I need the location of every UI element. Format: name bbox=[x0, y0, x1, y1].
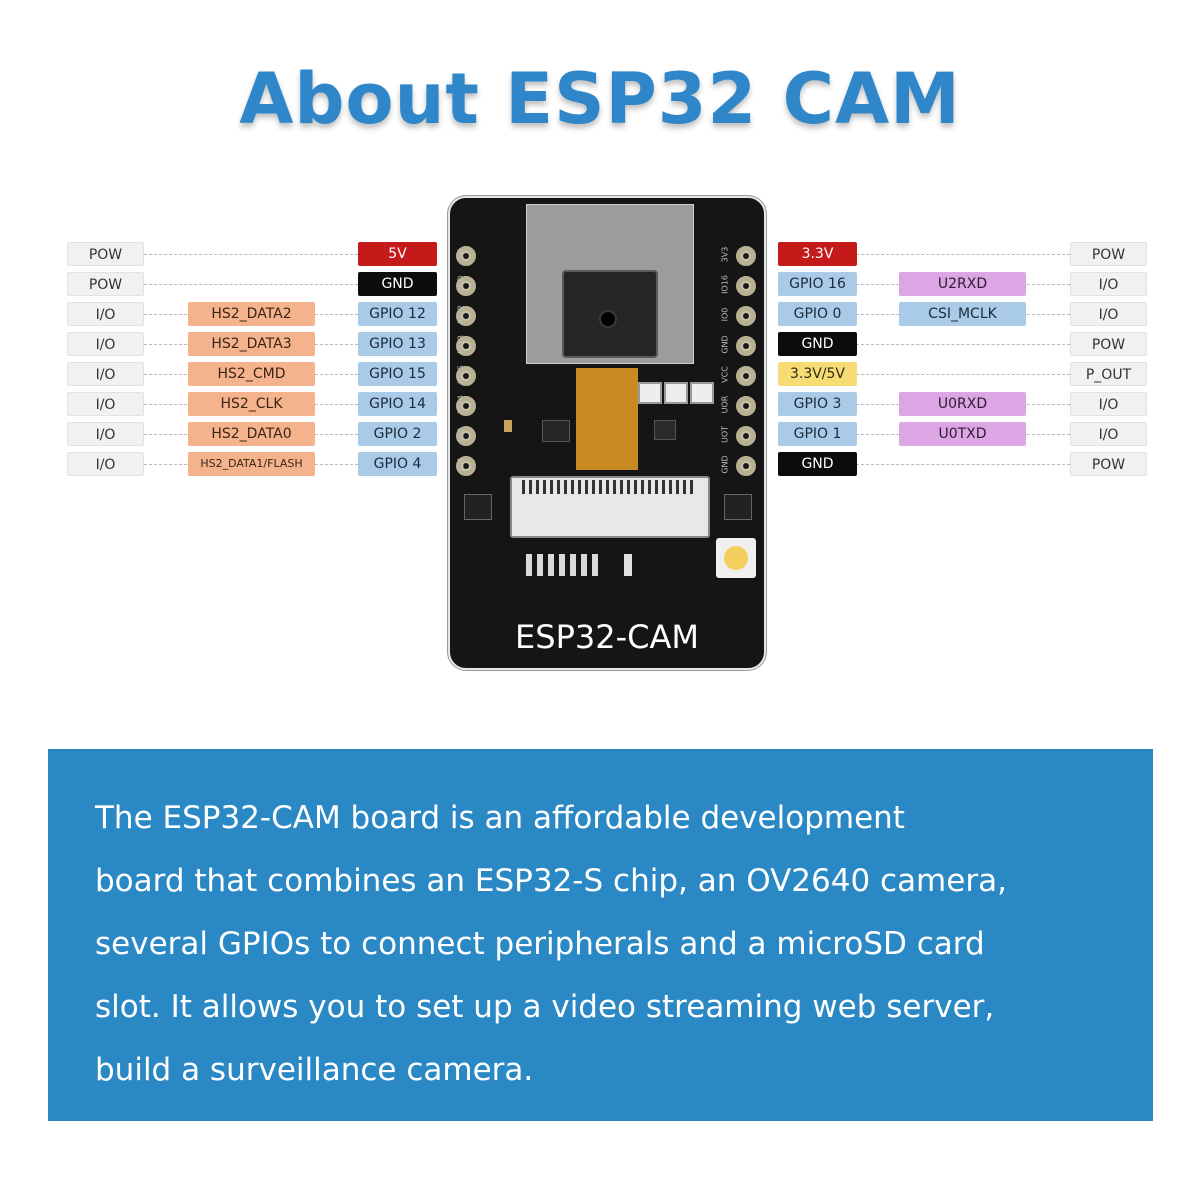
alt-function-label: U0RXD bbox=[899, 392, 1026, 416]
pin-type-label: POW bbox=[67, 242, 144, 266]
alt-function-label: CSI_MCLK bbox=[899, 302, 1026, 326]
pin-name-gnd: GND bbox=[778, 332, 857, 356]
leader-line bbox=[144, 284, 358, 285]
pin-name-gpio-16: GPIO 16 bbox=[778, 272, 857, 296]
pin-type-label: I/O bbox=[1070, 422, 1147, 446]
alt-function-label: HS2_CLK bbox=[188, 392, 315, 416]
smd-component bbox=[654, 420, 676, 440]
header-pin bbox=[456, 276, 476, 296]
leader-line bbox=[144, 254, 358, 255]
header-pin bbox=[456, 246, 476, 266]
silkscreen-label: VCC bbox=[720, 366, 730, 383]
alt-function-label: HS2_DATA1/FLASH bbox=[188, 452, 315, 476]
pin-name-gpio-12: GPIO 12 bbox=[358, 302, 437, 326]
pin-type-label: I/O bbox=[67, 362, 144, 386]
leader-line bbox=[856, 344, 1070, 345]
pin-type-label: I/O bbox=[67, 422, 144, 446]
pin-name-3-3v-5v: 3.3V/5V bbox=[778, 362, 857, 386]
pin-name-5v: 5V bbox=[358, 242, 437, 266]
transistor bbox=[464, 494, 492, 520]
smd-component bbox=[690, 382, 714, 404]
resistor-array bbox=[526, 554, 602, 576]
header-pin bbox=[456, 366, 476, 386]
header-pin bbox=[736, 366, 756, 386]
alt-function-label: U0TXD bbox=[899, 422, 1026, 446]
silkscreen-label: IO4 bbox=[456, 457, 466, 472]
silkscreen-label: IO0 bbox=[720, 307, 730, 322]
connector-contacts bbox=[522, 480, 694, 494]
pin-name-gpio-1: GPIO 1 bbox=[778, 422, 857, 446]
silkscreen-label: IO15 bbox=[456, 365, 466, 384]
pin-name-gpio-2: GPIO 2 bbox=[358, 422, 437, 446]
pin-name-gpio-0: GPIO 0 bbox=[778, 302, 857, 326]
pin-type-label: POW bbox=[67, 272, 144, 296]
pin-type-label: I/O bbox=[67, 452, 144, 476]
silkscreen-label: GND bbox=[720, 335, 730, 354]
board-label: ESP32-CAM bbox=[515, 618, 699, 656]
description-panel: The ESP32-CAM board is an affordable dev… bbox=[48, 749, 1153, 1121]
pin-type-label: I/O bbox=[1070, 272, 1147, 296]
header-pin bbox=[456, 306, 476, 326]
flash-led-lens bbox=[724, 546, 748, 570]
pin-name-gpio-14: GPIO 14 bbox=[358, 392, 437, 416]
leader-line bbox=[856, 374, 1070, 375]
silkscreen-label: UOR bbox=[720, 395, 730, 414]
pin-type-label: POW bbox=[1070, 242, 1147, 266]
silkscreen-label: IO12 bbox=[456, 305, 466, 324]
alt-function-label: HS2_DATA2 bbox=[188, 302, 315, 326]
smd-component bbox=[504, 420, 512, 432]
silkscreen-label: UOT bbox=[720, 425, 730, 444]
pin-name-gpio-13: GPIO 13 bbox=[358, 332, 437, 356]
pin-name-gpio-3: GPIO 3 bbox=[778, 392, 857, 416]
header-pin bbox=[736, 456, 756, 476]
header-pin bbox=[736, 276, 756, 296]
silkscreen-label: 3V3 bbox=[720, 246, 730, 263]
silkscreen-label: 5V bbox=[456, 249, 466, 260]
transistor bbox=[724, 494, 752, 520]
smd-component bbox=[664, 382, 688, 404]
silkscreen-label: IO14 bbox=[456, 395, 466, 414]
silkscreen-label: GND bbox=[456, 275, 466, 294]
alt-function-label: HS2_DATA0 bbox=[188, 422, 315, 446]
header-pin bbox=[736, 336, 756, 356]
header-pin bbox=[456, 456, 476, 476]
alt-function-label: U2RXD bbox=[899, 272, 1026, 296]
pin-type-label: I/O bbox=[67, 332, 144, 356]
description-text: The ESP32-CAM board is an affordable dev… bbox=[95, 800, 1007, 1088]
camera-ribbon-cable bbox=[576, 368, 638, 470]
silkscreen-label: IO16 bbox=[720, 275, 730, 294]
header-pin bbox=[736, 396, 756, 416]
pin-type-label: I/O bbox=[67, 302, 144, 326]
transistor bbox=[542, 420, 570, 442]
camera-lens-icon bbox=[599, 310, 617, 328]
pin-type-label: I/O bbox=[67, 392, 144, 416]
header-pin bbox=[736, 306, 756, 326]
pin-name-3-3v: 3.3V bbox=[778, 242, 857, 266]
header-pin bbox=[736, 426, 756, 446]
page-title: About ESP32 CAM bbox=[239, 58, 961, 140]
header-pin bbox=[456, 336, 476, 356]
pin-type-label: I/O bbox=[1070, 392, 1147, 416]
leader-line bbox=[856, 254, 1070, 255]
pin-type-label: POW bbox=[1070, 332, 1147, 356]
pin-type-label: P_OUT bbox=[1070, 362, 1147, 386]
pin-name-gpio-15: GPIO 15 bbox=[358, 362, 437, 386]
pin-name-gnd: GND bbox=[778, 452, 857, 476]
header-pin bbox=[736, 246, 756, 266]
pin-name-gnd: GND bbox=[358, 272, 437, 296]
silkscreen-label: IO2 bbox=[456, 427, 466, 442]
leader-line bbox=[856, 464, 1070, 465]
silkscreen-label: GND bbox=[720, 455, 730, 474]
header-pin bbox=[456, 426, 476, 446]
silkscreen-label: IO13 bbox=[456, 335, 466, 354]
smd-component bbox=[638, 382, 662, 404]
pin-type-label: POW bbox=[1070, 452, 1147, 476]
header-pin bbox=[456, 396, 476, 416]
pin-name-gpio-4: GPIO 4 bbox=[358, 452, 437, 476]
alt-function-label: HS2_DATA3 bbox=[188, 332, 315, 356]
smd-component bbox=[624, 554, 632, 576]
alt-function-label: HS2_CMD bbox=[188, 362, 315, 386]
pin-type-label: I/O bbox=[1070, 302, 1147, 326]
